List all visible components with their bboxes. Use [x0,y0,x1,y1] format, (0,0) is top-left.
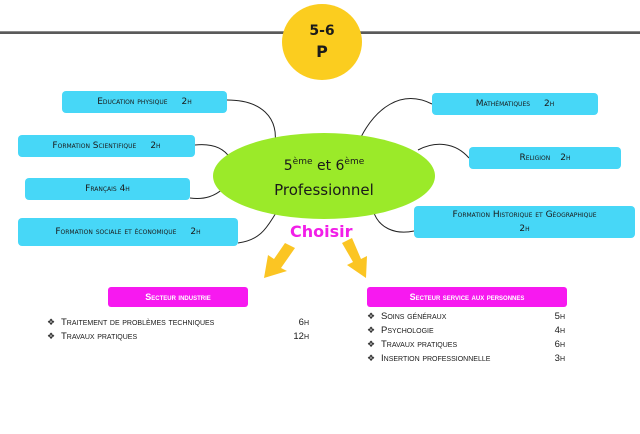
choose-label: Choisir [290,222,353,241]
subject-label: Mathématiques [475,99,531,109]
item-label: Soins généraux [381,310,447,322]
bullet-icon: ❖ [47,316,56,327]
item-label: Traitement de problèmes techniques [61,316,215,328]
subject-label: Education physique [97,97,168,107]
item-label: Insertion professionnelle [381,352,491,364]
item-label: Travaux pratiques [381,338,458,350]
subject-hours: 2h [150,141,161,151]
subject-education-physique: Education physique 2h [62,91,227,113]
subject-hours: 2h [560,153,571,163]
subject-formation-historique: Formation Historique et Géographique 2h [414,206,635,238]
list-item: ❖ Psychologie 4h [367,323,565,337]
sector-industrie-list: ❖ Traitement de problèmes techniques 6h ❖ T… [47,315,309,343]
list-item: ❖ Soins généraux 5h [367,309,565,323]
arrow-right-icon [342,238,367,278]
item-label: Psychologie [381,324,434,336]
bullet-icon: ❖ [47,330,56,341]
item-hours: 3h [554,352,565,364]
sector-service-list: ❖ Soins généraux 5h ❖ Psychologie 4h ❖ Travau… [367,309,565,365]
bullet-icon: ❖ [367,310,376,321]
level-badge-line1: 5-6 [309,23,335,39]
level-badge: 5-6 P [282,4,362,80]
subject-formation-scientifique: Formation Scientifique 2h [18,135,195,157]
bullet-icon: ❖ [367,324,376,335]
subject-mathematiques: Mathématiques 2h [432,93,598,115]
sector-industrie-header: Secteur industrie [108,287,248,307]
list-item: ❖ Traitement de problèmes techniques 6h [47,315,309,329]
subject-formation-sociale: Formation sociale et économique 2h [18,218,238,246]
item-label: Travaux pratiques [61,330,138,342]
item-hours: 12h [293,330,309,342]
subject-hours: 2h [519,224,530,234]
level-badge-line2: P [316,42,328,61]
subject-hours: 2h [544,99,555,109]
subject-hours: 2h [190,227,201,237]
subject-label: Formation Historique et Géographique [452,210,597,220]
list-item: ❖ Travaux pratiques 6h [367,337,565,351]
subject-religion: Religion 2h [469,147,621,169]
connector-mathematiques [360,98,433,138]
subject-label: Religion [519,153,551,163]
central-node: 5ème et 6ème Professionnel [213,133,435,219]
item-hours: 6h [554,338,565,350]
bullet-icon: ❖ [367,352,376,363]
item-hours: 4h [554,324,565,336]
subject-label: Formation sociale et économique [55,227,177,237]
item-hours: 5h [554,310,565,322]
list-item: ❖ Travaux pratiques 12h [47,329,309,343]
bullet-icon: ❖ [367,338,376,349]
connector-formation-sociale [237,212,277,244]
connector-religion [417,143,470,159]
central-node-title: 5ème et 6ème [283,156,365,174]
subject-hours: 2h [181,97,192,107]
item-hours: 6h [298,316,309,328]
subject-label: Français 4h [85,184,130,194]
sector-service-header: Secteur service aux personnes [367,287,567,307]
list-item: ❖ Insertion professionnelle 3h [367,351,565,365]
arrow-left-icon [264,243,295,278]
connector-education-physique [226,99,276,144]
subject-label: Formation Scientifique [52,141,137,151]
subject-francais: Français 4h [25,178,190,200]
central-node-subtitle: Professionnel [274,180,374,199]
